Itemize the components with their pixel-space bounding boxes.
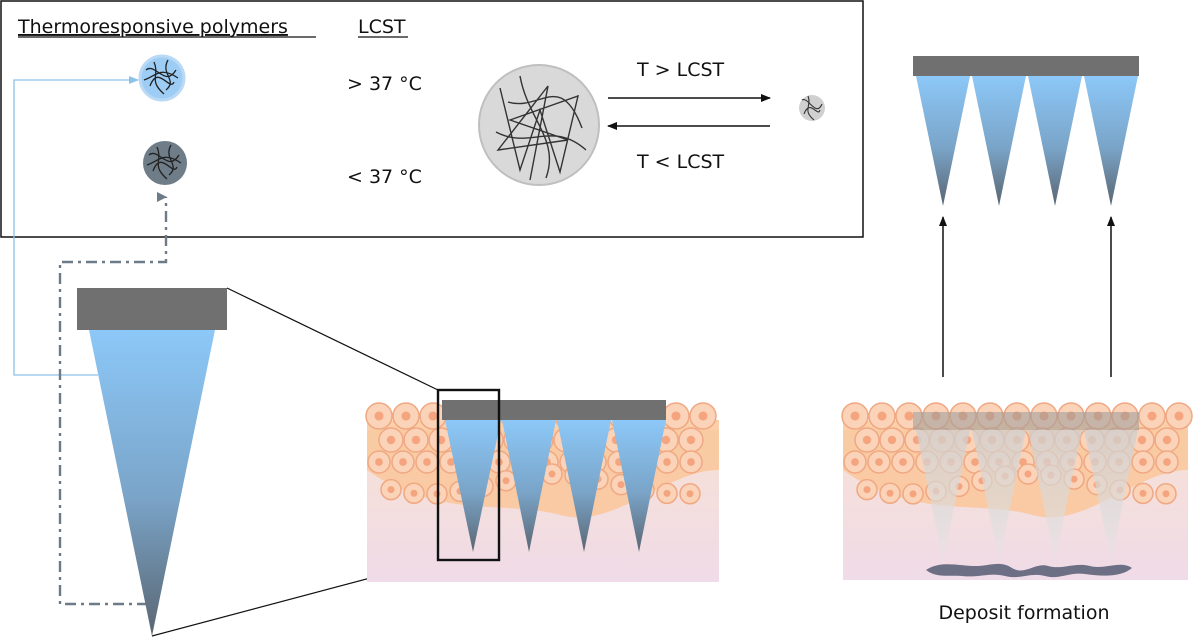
cell-nucleus	[1139, 458, 1147, 466]
polymer-deposit	[926, 563, 1132, 578]
removed-microneedle-patch	[913, 56, 1139, 206]
cell-nucleus	[698, 411, 708, 421]
cell-nucleus	[502, 477, 510, 485]
below-temp-label: < 37 °C	[347, 166, 422, 188]
cell-nucleus	[411, 435, 421, 445]
cell-nucleus	[374, 411, 384, 421]
above-temp-label: > 37 °C	[347, 73, 422, 95]
cell-nucleus	[387, 486, 395, 494]
connector-lines	[13, 76, 168, 606]
cell-nucleus	[399, 458, 407, 466]
legend-title: Thermoresponsive polymers	[17, 16, 288, 38]
cell-nucleus	[851, 458, 859, 466]
cell-nucleus	[686, 490, 694, 498]
cell-nucleus	[663, 489, 671, 497]
cell-nucleus	[687, 458, 695, 466]
cell-nucleus	[899, 458, 907, 466]
cell-nucleus	[1174, 411, 1184, 421]
enlarged-microneedle	[77, 288, 227, 636]
cell-nucleus	[1163, 458, 1171, 466]
cell-nucleus	[1137, 435, 1147, 445]
deposit-formation-caption: Deposit formation	[938, 602, 1109, 624]
cell-nucleus	[1139, 489, 1147, 497]
cell-nucleus	[671, 411, 681, 421]
cell-nucleus	[1070, 475, 1078, 483]
cell-nucleus	[375, 458, 383, 466]
cell-nucleus	[1024, 470, 1032, 478]
cell-nucleus	[410, 489, 418, 497]
lcst-header: LCST	[358, 16, 406, 38]
hydrophilic-polymer-icon	[138, 54, 186, 102]
cell-nucleus	[850, 411, 860, 421]
cell-nucleus	[661, 435, 671, 445]
cell-nucleus	[877, 411, 887, 421]
cell-nucleus	[1147, 411, 1157, 421]
cell-nucleus	[886, 489, 894, 497]
reverse-transition-label: T < LCST	[636, 151, 725, 173]
cell-nucleus	[663, 458, 671, 466]
cell-nucleus	[904, 411, 914, 421]
forward-transition-label: T > LCST	[636, 59, 725, 81]
legend-panel: Thermoresponsive polymers LCST > 37 °C <…	[0, 0, 864, 238]
cell-nucleus	[971, 458, 979, 466]
cell-nucleus	[401, 411, 411, 421]
cell-nucleus	[875, 458, 883, 466]
cell-nucleus	[423, 458, 431, 466]
cell-nucleus	[617, 481, 625, 489]
cell-nucleus	[863, 486, 871, 494]
zoom-highlight-box	[436, 388, 501, 562]
cell-nucleus	[887, 435, 897, 445]
collapsed-polymer-coil-icon	[799, 95, 825, 121]
deposit-formation-scene	[841, 402, 1193, 580]
skin-insertion-scene	[365, 388, 719, 582]
cell-nucleus	[548, 470, 556, 478]
cell-nucleus	[686, 435, 696, 445]
cell-nucleus	[428, 411, 438, 421]
cell-nucleus	[862, 435, 872, 445]
cell-nucleus	[909, 490, 917, 498]
swollen-polymer-coil-icon	[478, 64, 600, 186]
cell-nucleus	[447, 458, 455, 466]
hydrophobic-polymer-icon	[143, 141, 187, 185]
cell-nucleus	[386, 435, 396, 445]
cell-nucleus	[1162, 490, 1170, 498]
cell-nucleus	[1162, 435, 1172, 445]
